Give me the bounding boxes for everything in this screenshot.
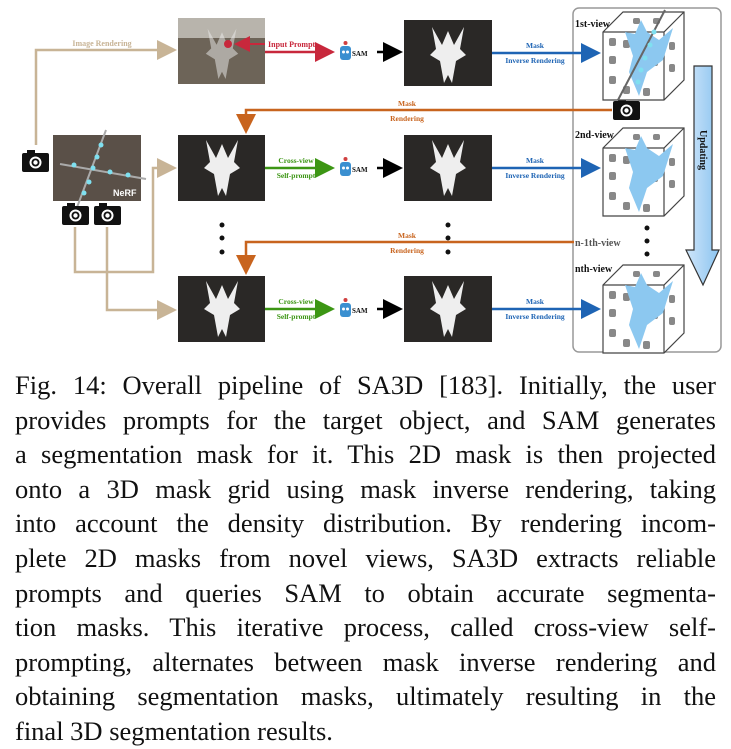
svg-text:Inverse Rendering: Inverse Rendering xyxy=(505,171,565,180)
svg-text:Mask: Mask xyxy=(398,231,417,240)
sa3d-pipeline-figure: NeRF Image Rendering Input Prompt SAM SA… xyxy=(22,7,722,354)
updating-arrow: Updating xyxy=(685,65,720,287)
input-image xyxy=(178,18,265,84)
mask-image-1 xyxy=(404,20,492,86)
image-rendering-label: Image Rendering xyxy=(72,39,131,48)
caption-line: plete 2D masks from novel views, SA3D ex… xyxy=(15,542,716,573)
render-image-2 xyxy=(178,135,265,201)
render-arrow-2 xyxy=(73,158,177,274)
caption-line: provides prompts for the target object, … xyxy=(15,404,716,435)
camera-icon xyxy=(613,98,640,120)
sam-step-1: SAM xyxy=(340,41,403,62)
mask-image-n xyxy=(404,276,492,342)
svg-text:Inverse Rendering: Inverse Rendering xyxy=(505,312,565,321)
svg-text:SAM: SAM xyxy=(352,166,368,174)
sam-step-n: SAM xyxy=(340,298,403,319)
updating-label: Updating xyxy=(697,130,708,170)
nerf-image: NeRF xyxy=(53,129,147,211)
caption-line: Fig. 14: Overall pipeline of SA3D [183].… xyxy=(15,370,716,400)
svg-text:Cross-view: Cross-view xyxy=(278,156,314,165)
caption-line: a segmentation mask for it. This 2D mask… xyxy=(15,439,716,470)
view-n-label: nth-view xyxy=(575,264,613,275)
caption-line: onto a 3D mask grid using mask inverse r… xyxy=(15,473,716,504)
view-n-minus-1-label: n-1th-view xyxy=(575,238,621,249)
sam-robot-icon xyxy=(340,41,351,60)
mask-image-2 xyxy=(404,135,492,201)
caption-line: tion masks. This iterative process, call… xyxy=(15,612,716,643)
caption-line: obtaining segmentation masks, ultimately… xyxy=(15,681,716,712)
caption-line: prompting, alternates between mask inver… xyxy=(15,646,716,677)
sam-robot-icon xyxy=(340,157,351,176)
svg-text:Mask: Mask xyxy=(526,297,545,306)
svg-text:Rendering: Rendering xyxy=(390,246,424,255)
mask-grid-cube-2 xyxy=(602,127,685,217)
render-image-n xyxy=(178,276,265,342)
ellipsis-dots xyxy=(219,222,650,257)
mask-grid-cube-n xyxy=(602,264,685,354)
caption-line: prompts and queries SAM to obtain accura… xyxy=(15,577,716,608)
svg-text:Rendering: Rendering xyxy=(390,114,424,123)
view-2-label: 2nd-view xyxy=(575,130,615,141)
svg-text:Mask: Mask xyxy=(526,41,545,50)
svg-text:Mask: Mask xyxy=(526,156,545,165)
svg-text:SAM: SAM xyxy=(352,50,368,58)
camera-icon xyxy=(22,150,49,172)
nerf-label: NeRF xyxy=(113,188,137,198)
svg-text:Self-prompt: Self-prompt xyxy=(277,312,316,321)
render-arrow-n xyxy=(105,227,177,320)
figure-caption: Fig. 14: Overall pipeline of SA3D [183].… xyxy=(15,368,716,749)
image-rendering-arrow xyxy=(34,40,177,145)
caption-line: into account the density distribution. B… xyxy=(15,508,716,539)
view-1-label: 1st-view xyxy=(575,19,611,30)
sam-robot-icon xyxy=(340,298,351,317)
caption-line: final 3D segmentation results. xyxy=(15,715,333,746)
svg-text:Self-prompt: Self-prompt xyxy=(277,171,316,180)
svg-text:Mask: Mask xyxy=(398,99,417,108)
camera-icon xyxy=(62,203,89,225)
sam-step-2: SAM xyxy=(340,157,403,178)
svg-text:Inverse Rendering: Inverse Rendering xyxy=(505,56,565,65)
input-prompt-label: Input Prompt xyxy=(268,40,316,49)
svg-text:SAM: SAM xyxy=(352,307,368,315)
camera-icon xyxy=(94,203,121,225)
svg-text:Cross-view: Cross-view xyxy=(278,297,314,306)
